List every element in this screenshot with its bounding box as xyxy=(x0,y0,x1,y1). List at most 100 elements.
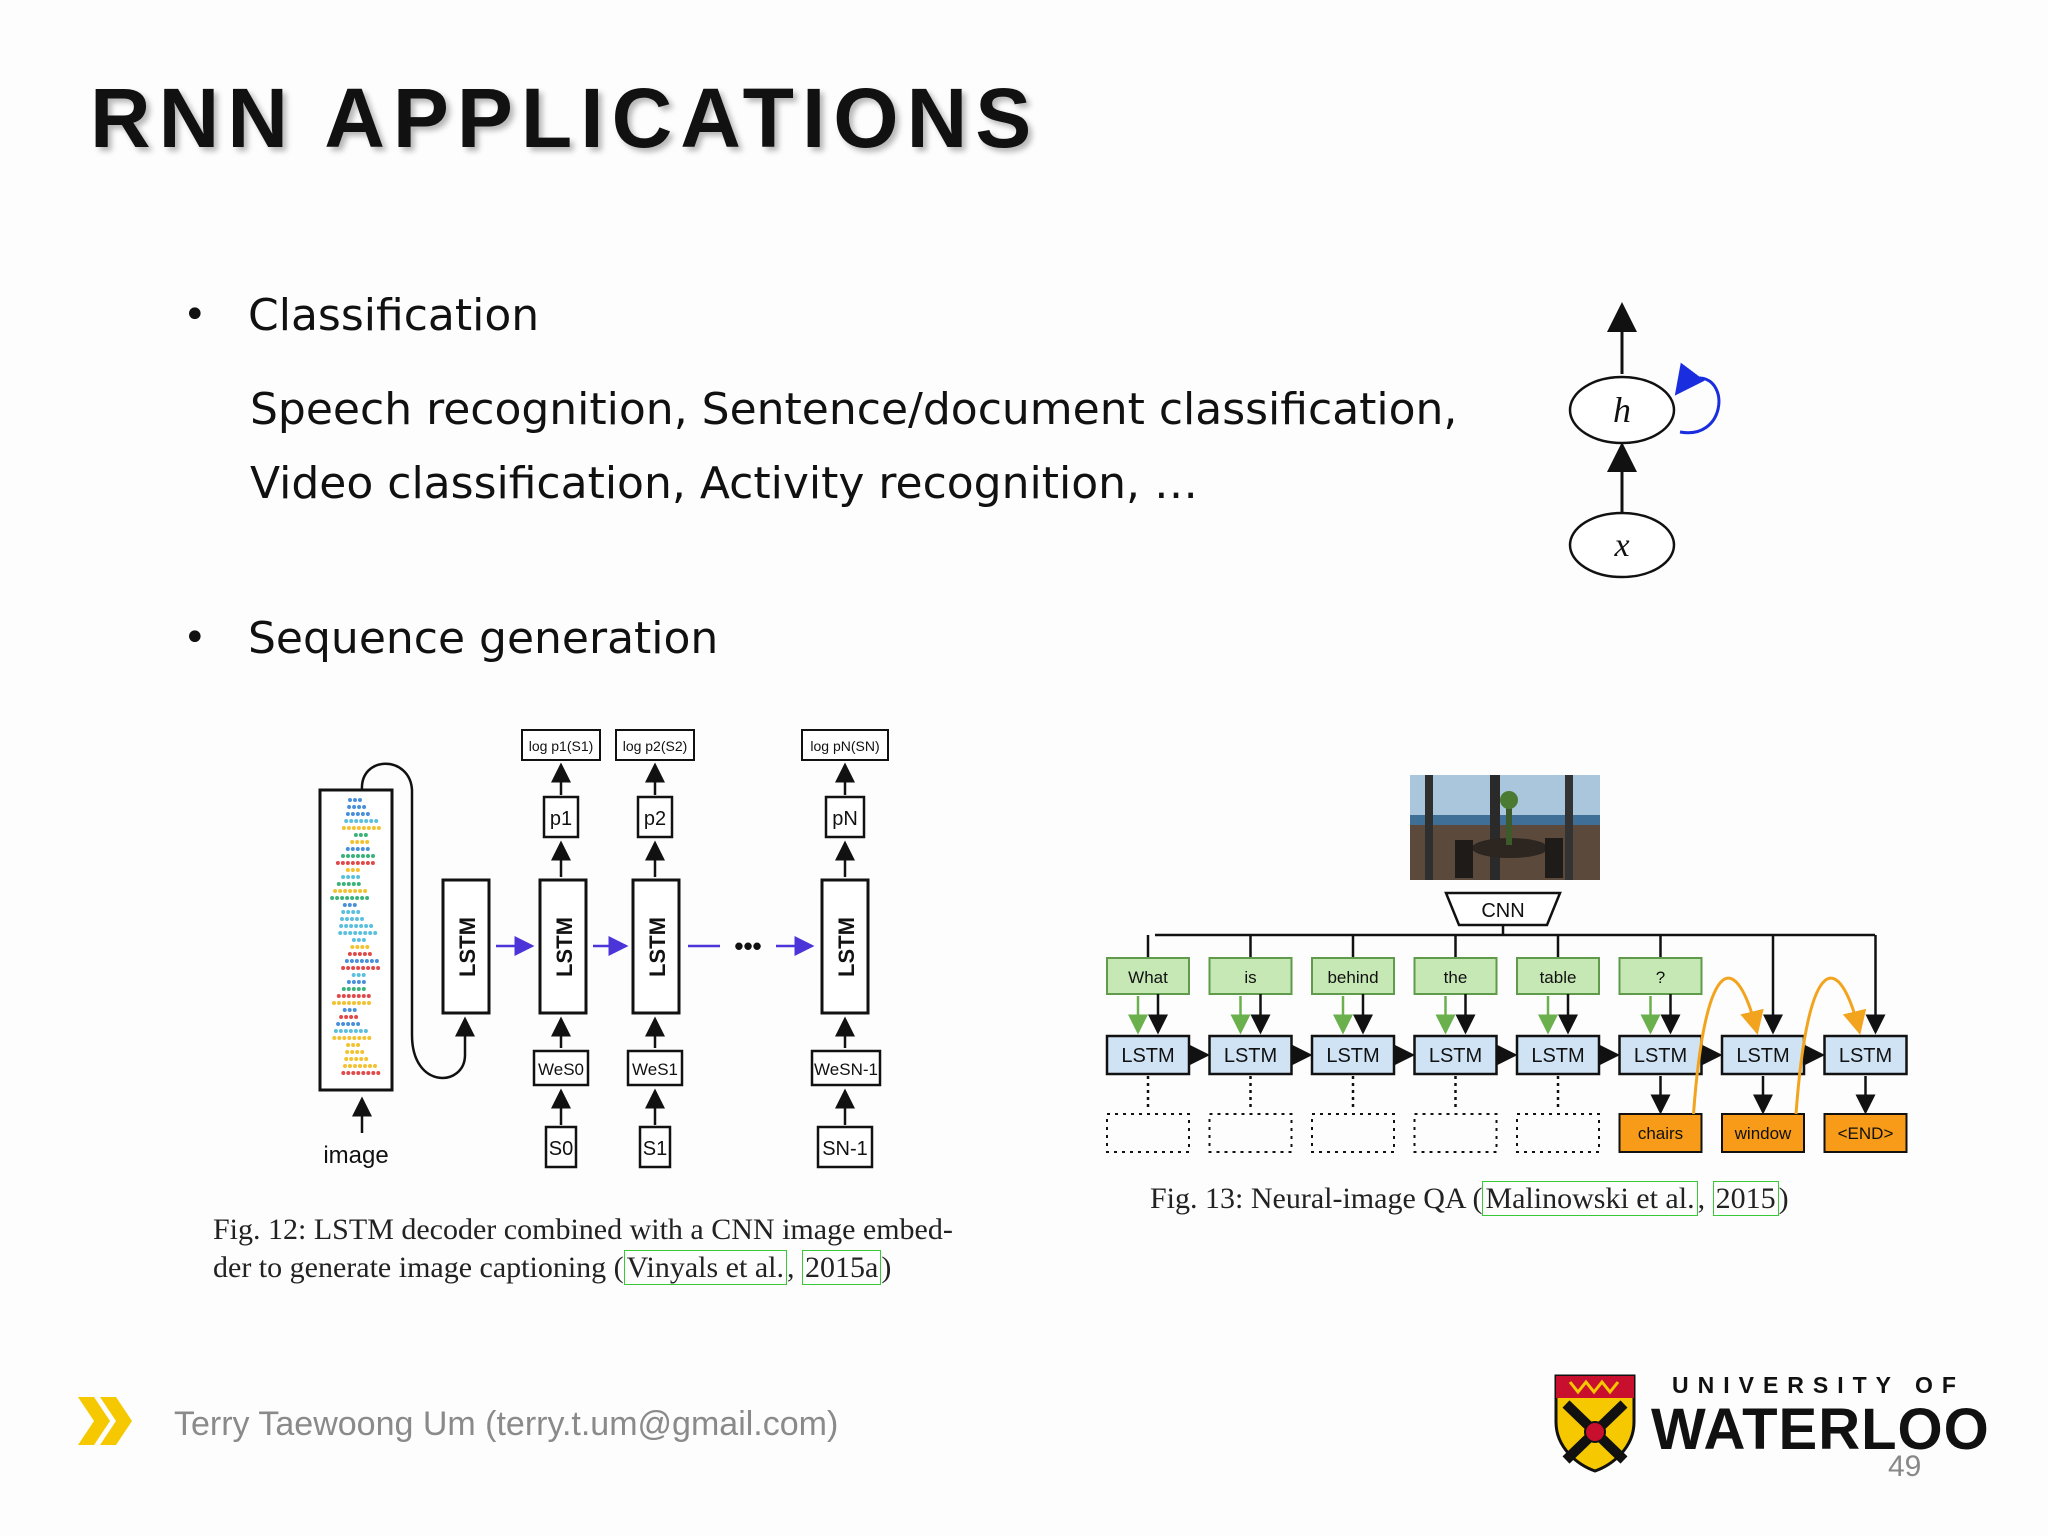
empty-output-box xyxy=(1208,1113,1293,1153)
cnn-dot xyxy=(355,945,360,949)
cnn-dot xyxy=(341,966,346,970)
cnn-dot xyxy=(347,1036,352,1040)
cnn-dot xyxy=(346,1071,351,1075)
question-word-label: table xyxy=(1540,968,1577,987)
cnn-dot xyxy=(350,861,355,865)
cnn-dot xyxy=(346,826,351,830)
logp-label: log pN(SN) xyxy=(810,738,879,754)
cnn-dot xyxy=(362,952,367,956)
input-label: x xyxy=(1613,527,1629,564)
classification-line-1: Speech recognition, Sentence/document cl… xyxy=(250,384,1458,435)
cnn-dot xyxy=(345,896,350,900)
cnn-dot xyxy=(354,924,359,928)
cnn-dot xyxy=(363,889,368,893)
question-word-box xyxy=(1516,957,1600,995)
caption-text: , xyxy=(1697,1182,1713,1215)
cnn-dot xyxy=(362,1001,366,1005)
qa-lstm-box xyxy=(1413,1034,1498,1076)
cnn-dot xyxy=(338,1029,343,1033)
cnn-dot xyxy=(358,931,363,935)
answer-word-label: window xyxy=(1734,1124,1792,1143)
image-embedding-arrow xyxy=(360,762,475,1080)
bullet-classification: Classification xyxy=(248,290,540,341)
cnn-dot xyxy=(356,973,361,977)
cnn-dot xyxy=(360,840,365,844)
cnn-dot xyxy=(339,924,344,928)
cnn-dot xyxy=(365,861,370,865)
cnn-dot xyxy=(350,1050,355,1054)
cnn-dot xyxy=(368,1064,372,1068)
qa-lstm-box xyxy=(1823,1034,1908,1076)
scene-photo xyxy=(1410,775,1600,880)
qa-lstm-label: LSTM xyxy=(1224,1045,1277,1067)
cnn-dot xyxy=(349,959,354,963)
caption-text: Fig. 13: Neural-image QA ( xyxy=(1150,1182,1483,1215)
cnn-dot xyxy=(359,924,364,928)
cnn-dot xyxy=(365,812,370,816)
cnn-dot xyxy=(364,924,369,928)
cnn-dot xyxy=(350,868,355,872)
recurrent-loop-arrow xyxy=(1674,362,1721,435)
cnn-dot xyxy=(347,805,352,809)
cnn-dot xyxy=(373,1064,377,1068)
cnn-dot xyxy=(349,819,354,823)
caption-text: , xyxy=(786,1251,802,1284)
empty-output-box xyxy=(1516,1113,1600,1153)
question-word-label: the xyxy=(1444,968,1468,987)
cnn-dot xyxy=(348,889,353,893)
cnn-dot xyxy=(360,945,365,949)
citation-link-malinowski[interactable]: Malinowski et al. xyxy=(1482,1181,1698,1216)
citation-link-vinyals[interactable]: Vinyals et al. xyxy=(623,1250,787,1285)
cnn-image-block xyxy=(318,788,394,1092)
cnn-dot xyxy=(346,882,351,886)
cnn-dot xyxy=(347,1008,352,1012)
decoder-column-1: log p1(S1) p1 LSTM WeS0 S0 xyxy=(521,729,601,1169)
cnn-dot xyxy=(361,1071,366,1075)
cnn-dot xyxy=(346,1043,351,1047)
qa-lstm-label: LSTM xyxy=(1121,1045,1174,1067)
cnn-dot xyxy=(336,1022,341,1026)
cnn-dot xyxy=(348,798,352,802)
cnn-dot xyxy=(354,1015,359,1019)
cnn-dot xyxy=(346,1022,351,1026)
cnn-dot xyxy=(342,1001,346,1005)
citation-link-2015[interactable]: 2015 xyxy=(1712,1181,1779,1216)
rnn-cell-diagram: h x xyxy=(1568,302,1721,579)
cnn-dot xyxy=(371,966,376,970)
s-label: S1 xyxy=(643,1138,667,1160)
cnn-dot xyxy=(336,882,341,886)
empty-output-box xyxy=(1311,1113,1395,1153)
cnn-dot xyxy=(361,826,366,830)
lstm-label: LSTM xyxy=(552,917,577,977)
cnn-dot xyxy=(333,889,338,893)
qa-lstm-label: LSTM xyxy=(1326,1045,1379,1067)
cnn-dot xyxy=(342,1036,347,1040)
cnn-dot xyxy=(361,854,365,858)
p-label: p1 xyxy=(550,808,572,830)
fig13-caption: Fig. 13: Neural-image QA (Malinowski et … xyxy=(1150,1181,1789,1216)
caption-text: ) xyxy=(1778,1182,1789,1215)
cnn-dot xyxy=(356,938,361,942)
cnn-dot xyxy=(342,1008,347,1012)
bullet-sequence-generation: Sequence generation xyxy=(248,613,719,664)
bullet-symbol: • xyxy=(183,615,207,661)
cnn-dot xyxy=(349,924,354,928)
cnn-dot xyxy=(351,882,356,886)
cnn-dot xyxy=(371,1071,376,1075)
cnn-dot xyxy=(373,931,378,935)
cnn-dot xyxy=(346,994,351,998)
cnn-dot xyxy=(345,861,350,865)
cnn-dot xyxy=(341,854,345,858)
cnn-dot xyxy=(353,931,358,935)
cnn-dot xyxy=(359,959,364,963)
answer-word-box xyxy=(1823,1113,1908,1153)
cnn-dot xyxy=(344,1057,349,1061)
cnn-dot xyxy=(364,959,369,963)
cnn-dot xyxy=(358,1029,363,1033)
we-label: WeS0 xyxy=(538,1060,584,1079)
cnn-dot xyxy=(363,1029,368,1033)
citation-link-2015a[interactable]: 2015a xyxy=(801,1250,882,1285)
cnn-dot xyxy=(357,1036,362,1040)
cnn-dot xyxy=(361,973,366,977)
cnn-dot xyxy=(360,847,365,851)
